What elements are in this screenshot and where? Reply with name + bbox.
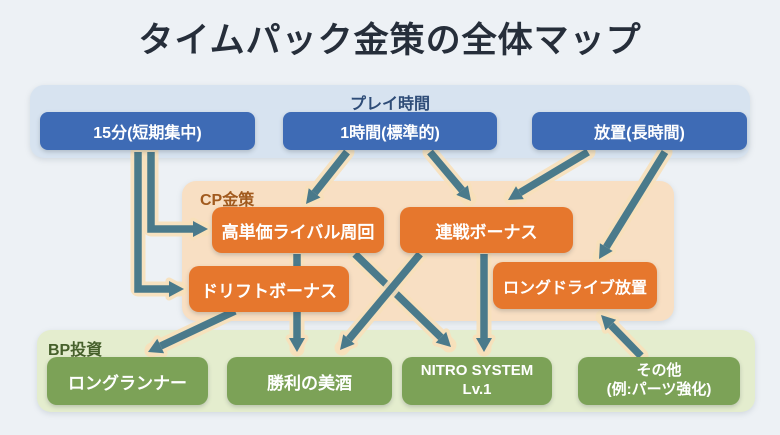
node-victory-sake: 勝利の美酒 (227, 357, 392, 405)
arrow-others-to-long-drive (595, 309, 649, 364)
arrow-15min-to-rival-loop (143, 144, 212, 241)
arrow-idle-to-long-drive (592, 144, 673, 265)
arrow-rival-to-nitro (347, 246, 457, 353)
node-battle-bonus-label: 連戦ボーナス (435, 222, 538, 242)
node-idle: 放置(長時間) (532, 112, 747, 150)
node-victory-sake-label: 勝利の美酒 (267, 373, 352, 393)
bp-band-label: BP投資 (48, 342, 103, 359)
node-1hour: 1時間(標準的) (283, 112, 497, 150)
node-rival-loop-label: 高単価ライバル周回 (221, 222, 375, 242)
arrow-1hour-to-battle-bonus (422, 144, 477, 207)
page-title: タイムパック金策の全体マップ (138, 21, 642, 60)
arrow-drift-to-long-runner (144, 303, 243, 358)
node-others-sublabel: (例:パーツ強化) (606, 381, 712, 398)
arrow-idle-to-battle-bonus (503, 144, 596, 206)
node-battle-bonus: 連戦ボーナス (400, 207, 573, 253)
node-idle-label: 放置(長時間) (594, 125, 685, 142)
node-15min-label: 15分(短期集中) (93, 125, 202, 142)
node-drift-bonus-label: ドリフトボーナス (201, 281, 337, 301)
cp-band-label: CP金策 (200, 192, 255, 209)
node-nitro-system-sublabel: Lv.1 (462, 381, 492, 398)
node-15min: 15分(短期集中) (40, 112, 255, 150)
node-others: その他 (例:パーツ強化) (578, 357, 740, 405)
node-long-drive-idle: ロングドライブ放置 (493, 262, 657, 309)
node-drift-bonus: ドリフトボーナス (189, 266, 349, 312)
arrow-15min-to-drift-bonus (130, 144, 188, 301)
arrow-1hour-to-rival-loop (300, 144, 355, 209)
node-long-drive-idle-label: ロングドライブ放置 (502, 279, 647, 297)
node-nitro-system: NITRO SYSTEM Lv.1 (402, 357, 552, 405)
node-1hour-label: 1時間(標準的) (340, 125, 440, 142)
arrow-battle-to-victory (334, 246, 428, 356)
node-rival-loop: 高単価ライバル周回 (212, 207, 384, 253)
play-time-band-label: プレイ時間 (349, 96, 430, 113)
arrow-battle-to-nitro (472, 246, 496, 357)
node-long-runner-label: ロングランナー (68, 373, 187, 393)
node-long-runner: ロングランナー (47, 357, 208, 405)
node-others-label: その他 (636, 362, 682, 380)
node-nitro-system-label: NITRO SYSTEM (420, 362, 534, 380)
